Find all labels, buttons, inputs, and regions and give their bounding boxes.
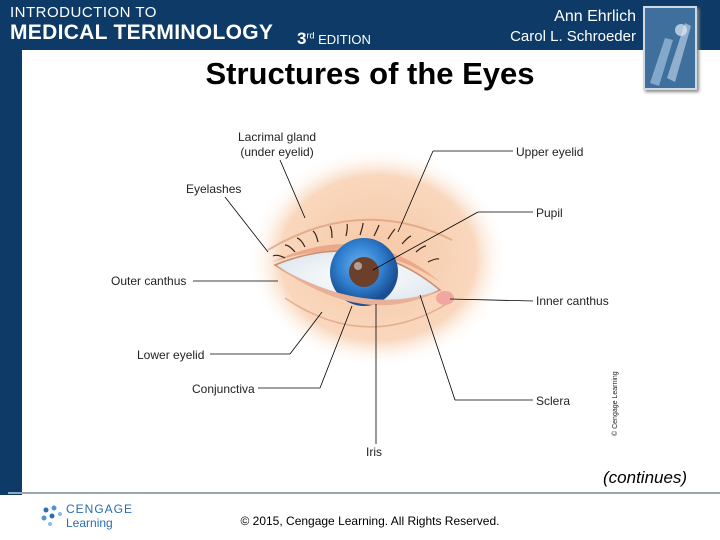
brow-crease [267, 218, 453, 251]
footer-divider [8, 492, 720, 494]
label-inner-canthus: Inner canthus [536, 294, 609, 308]
author-2: Carol L. Schroeder [510, 28, 636, 45]
label-pupil: Pupil [536, 206, 563, 220]
pupil-highlight [354, 262, 362, 270]
book-title-line1: INTRODUCTION TO [10, 4, 157, 21]
eyelashes [272, 222, 440, 263]
label-upper-eyelid: Upper eyelid [516, 145, 584, 159]
label-conjunctiva: Conjunctiva [192, 382, 255, 396]
figure-credit: © Cengage Learning [612, 371, 619, 436]
leader-lines [193, 150, 534, 444]
label-eyelashes: Eyelashes [186, 182, 242, 196]
book-title-line2: MEDICAL TERMINOLOGY [10, 21, 274, 44]
caruncle [436, 291, 454, 305]
edition-label: 3rd EDITION [297, 29, 371, 48]
label-lacrimal-gland: Lacrimal gland (under eyelid) [238, 130, 317, 159]
author-1: Ann Ehrlich [554, 8, 636, 25]
continues-note: (continues) [603, 468, 688, 487]
label-iris: Iris [366, 445, 382, 459]
slide-title: Structures of the Eyes [205, 56, 535, 91]
label-outer-canthus: Outer canthus [111, 274, 187, 288]
left-accent-bar [0, 50, 22, 495]
pupil [349, 257, 379, 287]
lower-eyelid [275, 265, 440, 306]
label-lower-eyelid: Lower eyelid [137, 348, 205, 362]
logo-word-learning: Learning [66, 516, 113, 530]
book-cover-thumbnail [643, 6, 697, 90]
label-sclera: Sclera [536, 394, 571, 408]
header-banner: INTRODUCTION TO MEDICAL TERMINOLOGY 3rd … [0, 0, 720, 50]
cengage-logo-icon [41, 505, 62, 526]
footer-copyright: © 2015, Cengage Learning. All Rights Res… [240, 514, 500, 528]
logo-word-cengage: CENGAGE [66, 502, 134, 516]
lower-crease [284, 297, 446, 328]
upper-eyelid [272, 244, 440, 282]
